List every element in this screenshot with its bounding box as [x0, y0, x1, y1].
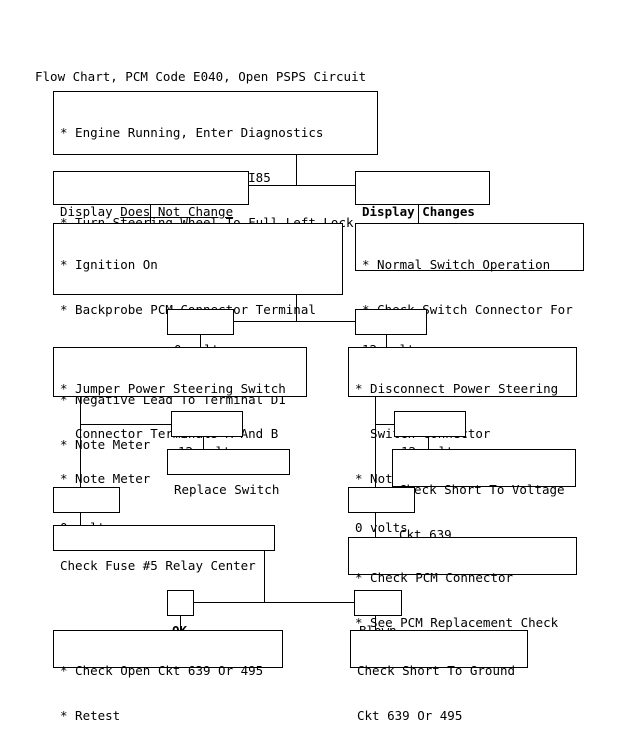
check-pcm-line-1: * Check PCM Connector — [355, 570, 514, 585]
node-start: * Engine Running, Enter Diagnostics * Se… — [53, 91, 378, 275]
connector-nochange-down — [150, 205, 151, 223]
connector-split-top — [249, 185, 454, 186]
node-12-volts-a: 12 volts — [355, 309, 427, 357]
connector-ok-down — [180, 616, 181, 630]
check-open-line-2: * Retest — [60, 708, 121, 723]
connector-12volts-b-down — [203, 437, 204, 449]
ignition-line-1: * Ignition On — [60, 257, 158, 272]
connector-jumper-to-12v — [80, 424, 172, 425]
node-ok: OK — [167, 590, 194, 638]
disconnect-line-1: * Disconnect Power Steering — [355, 381, 559, 396]
short-voltage-line-1: Check Short To Voltage — [399, 482, 565, 497]
node-normal-switch: * Normal Switch Operation * Check Switch… — [355, 223, 584, 362]
connector-blown-down — [375, 616, 376, 630]
connector-changes-down — [418, 205, 419, 223]
no-change-line-1: Display Does Not Change — [60, 204, 243, 219]
start-line-1: * Engine Running, Enter Diagnostics — [60, 125, 324, 140]
connector-disconnect-to-12v — [375, 424, 394, 425]
node-12-volts-c: 12 volts — [394, 411, 466, 459]
replace-switch-label: Replace Switch — [174, 482, 280, 497]
connector-split-ok-blown — [194, 602, 354, 603]
node-0-volts-c: 0 volts — [348, 487, 415, 535]
ignition-line-5: * Note Meter — [60, 437, 151, 452]
connector-disconnect-trunk — [375, 397, 376, 490]
node-ignition: * Ignition On * Backprobe PCM Connector … — [53, 223, 343, 452]
volts-0-c-label: 0 volts — [355, 520, 408, 535]
check-open-line-1: * Check Open Ckt 639 Or 495 — [60, 663, 264, 678]
node-check-pcm: * Check PCM Connector * See PCM Replacem… — [348, 537, 577, 630]
connector-0volts-c-down — [375, 513, 376, 537]
normal-switch-line-1: * Normal Switch Operation — [362, 257, 551, 272]
connector-0volts-b-down — [80, 513, 81, 525]
connector-split-volts — [234, 321, 356, 322]
node-jumper: * Jumper Power Steering Switch Connector… — [53, 347, 307, 486]
connector-0volts-a-down — [200, 335, 201, 347]
jumper-line-3: * Note Meter — [60, 471, 151, 486]
connector-12volts-a-down — [386, 335, 387, 347]
connector-12volts-c-down — [428, 437, 429, 449]
connector-start-down — [296, 155, 297, 185]
node-0-volts-a: 0 volts — [167, 309, 234, 357]
short-ground-line-2: Ckt 639 Or 495 — [357, 708, 463, 723]
check-pcm-line-2: * See PCM Replacement Check — [355, 615, 559, 630]
node-blown: Blown — [354, 590, 402, 638]
check-fuse-label: Check Fuse #5 Relay Center — [60, 558, 256, 573]
connector-checkfuse-down — [264, 551, 265, 602]
no-change-prefix: Display — [60, 204, 121, 219]
node-disconnect: * Disconnect Power Steering Switch Conne… — [348, 347, 577, 486]
changes-heading: Display Changes — [362, 204, 475, 219]
node-check-open: * Check Open Ckt 639 Or 495 * Retest — [53, 630, 283, 723]
node-display-changes: Display Changes Hi "0" Or Lo "0" — [355, 171, 490, 264]
node-12-volts-b: 12 volts — [171, 411, 243, 459]
connector-jumper-trunk — [80, 397, 81, 490]
node-short-to-ground: Check Short To Ground Ckt 639 Or 495 — [350, 630, 528, 723]
node-short-to-voltage: Check Short To Voltage Ckt 639 — [392, 449, 576, 542]
short-ground-line-1: Check Short To Ground — [357, 663, 516, 678]
ignition-line-2: * Backprobe PCM Connector Terminal — [60, 302, 316, 317]
node-replace-switch: Replace Switch — [167, 449, 290, 497]
no-change-emphasis: Does Not Change — [120, 204, 234, 219]
node-0-volts-b: 0 volts — [53, 487, 120, 535]
node-check-fuse: Check Fuse #5 Relay Center — [53, 525, 275, 573]
jumper-line-1: * Jumper Power Steering Switch — [60, 381, 286, 396]
page-title: Flow Chart, PCM Code E040, Open PSPS Cir… — [35, 69, 367, 84]
connector-ignition-down — [296, 295, 297, 321]
node-display-no-change: Display Does Not Change Hi "0" Or Lo "0" — [53, 171, 249, 264]
